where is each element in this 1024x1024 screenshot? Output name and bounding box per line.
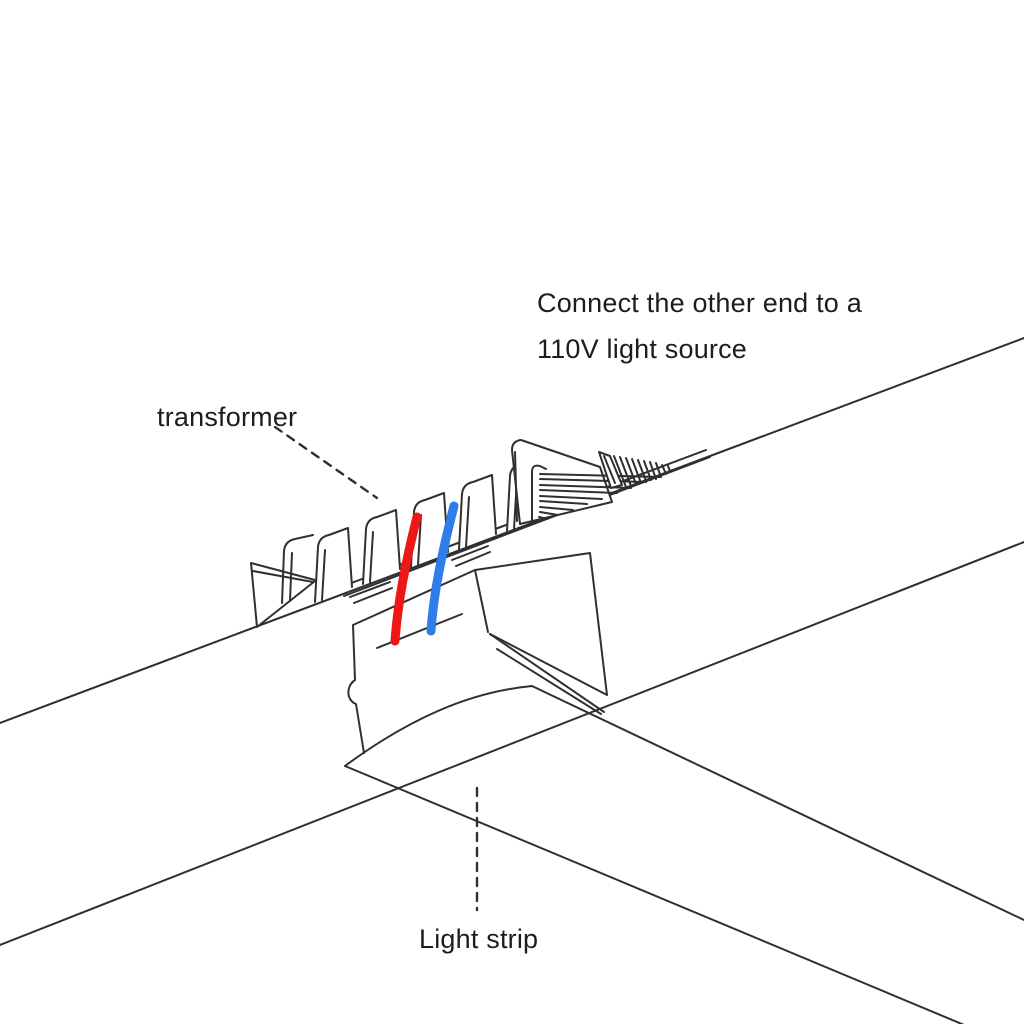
strip-flap-bottom-edge bbox=[344, 765, 965, 1024]
connector-outline bbox=[347, 569, 489, 754]
bracket-right-face bbox=[474, 552, 608, 696]
transformer-label: transformer bbox=[157, 402, 298, 432]
transformer-leader-line bbox=[273, 425, 379, 500]
transformer-fin-3 bbox=[410, 492, 449, 568]
lip-tab-right bbox=[451, 545, 491, 567]
live-wire-red bbox=[390, 512, 422, 646]
transformer-fin-1-inner bbox=[321, 549, 326, 601]
transformer-fin-2 bbox=[362, 509, 401, 585]
strip-flap-top-edge bbox=[344, 685, 1024, 921]
lip-tab-left bbox=[349, 581, 393, 604]
connect-note-line2: 110V light source bbox=[537, 334, 748, 364]
transformer-fin-4-inner bbox=[465, 496, 470, 548]
connect-note-line1: Connect the other end to a bbox=[537, 288, 862, 318]
transformer-left-cap bbox=[281, 534, 314, 604]
transformer-fin-3-inner bbox=[417, 514, 422, 566]
transformer-fin-2-inner bbox=[369, 531, 374, 583]
transformer-end-plate-inner bbox=[514, 451, 518, 522]
connect-note: Connect the other end to a 110V light so… bbox=[537, 280, 862, 372]
line-art-group bbox=[0, 337, 1024, 1024]
light-strip-top-edge bbox=[0, 337, 1024, 724]
connector-wire-slot bbox=[376, 613, 463, 649]
vent-hatch bbox=[613, 455, 671, 488]
transformer-end-plate bbox=[511, 439, 613, 525]
light-strip-label: Light strip bbox=[419, 924, 539, 954]
transformer-fin-1 bbox=[314, 527, 353, 603]
bracket-right-ledge bbox=[489, 633, 605, 715]
vent-step bbox=[531, 464, 547, 521]
transformer-fin-4 bbox=[458, 474, 497, 550]
light-strip-bottom-edge bbox=[0, 541, 1024, 946]
vent-louvers bbox=[538, 473, 661, 520]
neutral-wire-blue bbox=[426, 501, 459, 636]
vent-bar-inner bbox=[603, 455, 616, 484]
